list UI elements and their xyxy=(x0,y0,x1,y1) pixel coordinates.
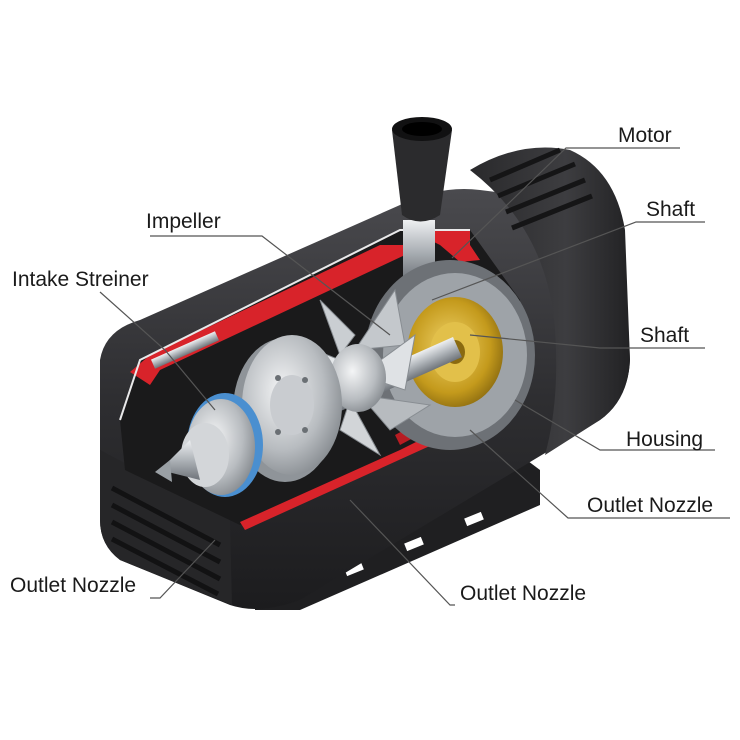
front-vents xyxy=(110,485,222,597)
label-outlet-nozzle-left: Outlet Nozzle xyxy=(10,574,136,597)
label-impeller: Impeller xyxy=(146,210,221,233)
intake-nozzle xyxy=(150,331,263,497)
label-outlet-nozzle-right: Outlet Nozzle xyxy=(587,494,713,517)
top-outlet-spout xyxy=(392,117,452,280)
label-housing: Housing xyxy=(626,428,703,451)
impeller-disc xyxy=(233,335,342,482)
label-shaft-mid: Shaft xyxy=(640,324,689,347)
label-motor: Motor xyxy=(618,124,672,147)
label-outlet-nozzle-bottom: Outlet Nozzle xyxy=(460,582,586,605)
motor-vents xyxy=(489,147,593,231)
label-intake-strainer: Intake Streiner xyxy=(12,268,149,291)
label-shaft-top: Shaft xyxy=(646,198,695,221)
leader-lines xyxy=(99,147,730,606)
